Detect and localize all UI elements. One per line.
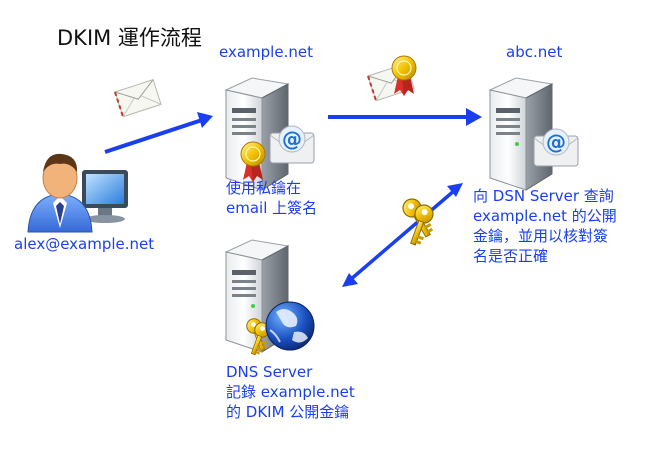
certificate-seal-icon <box>240 141 266 183</box>
abc-net-caption-line: 金鑰，並用以核對簽 <box>473 227 609 245</box>
arrow-sender-to-example <box>104 112 213 154</box>
certificate-seal-icon <box>391 55 417 97</box>
key-icon <box>399 195 437 248</box>
abc-net-caption-line: 向 DSN Server 查詢 <box>473 187 614 205</box>
arrow-dns-abc-bidirectional <box>342 183 463 287</box>
dns-server-name: DNS Server <box>226 363 313 381</box>
abc-net-caption-line: example.net 的公開 <box>473 207 617 225</box>
dns-caption-line: 記錄 example.net <box>226 383 355 401</box>
globe-icon <box>265 301 315 351</box>
example-net-caption-line: 使用私鑰在 <box>226 179 302 197</box>
sender-email-label: alex@example.net <box>14 235 155 253</box>
server-icon <box>489 77 553 191</box>
user-icon <box>27 153 93 233</box>
dns-caption-line: 的 DKIM 公開金鑰 <box>226 403 350 421</box>
diagram-title: DKIM 運作流程 <box>57 26 202 50</box>
abc-net-caption-line: 名是否正確 <box>473 247 549 265</box>
dns-server-caption: DNS Server 記錄 example.net 的 DKIM 公開金鑰 <box>226 362 355 422</box>
envelope-icon <box>114 78 163 118</box>
monitor-icon <box>82 170 128 223</box>
example-net-host-label: example.net <box>219 43 313 61</box>
example-net-caption-line: email 上簽名 <box>226 199 318 217</box>
arrow-example-to-abc <box>328 108 482 126</box>
abc-net-host-label: abc.net <box>506 43 563 61</box>
example-net-caption: 使用私鑰在 email 上簽名 <box>226 178 317 218</box>
abc-net-caption: 向 DSN Server 查詢 example.net 的公開 金鑰，並用以核對… <box>473 186 617 266</box>
